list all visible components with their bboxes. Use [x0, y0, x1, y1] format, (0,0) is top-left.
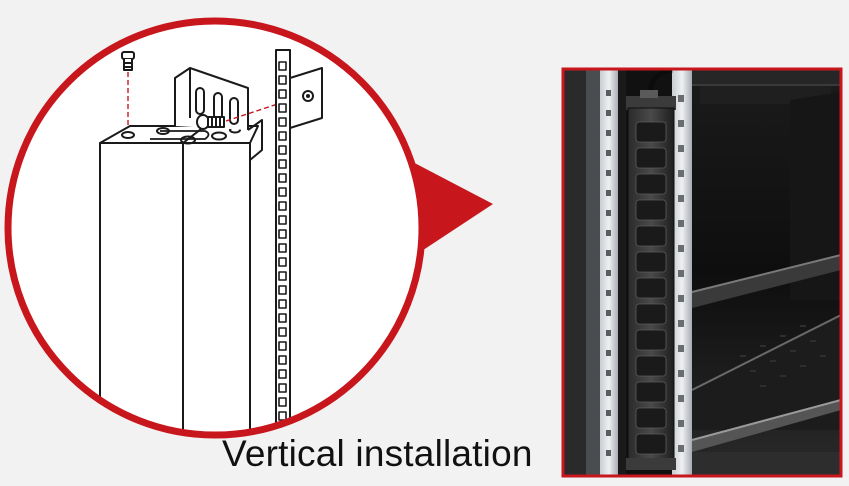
triangle-pointer-icon: [405, 158, 493, 262]
pdu-bracket-mount-illustration: [4, 17, 426, 439]
rack-cabinet-pdu-photo: [561, 67, 843, 478]
caption-label: Vertical installation: [222, 433, 533, 474]
